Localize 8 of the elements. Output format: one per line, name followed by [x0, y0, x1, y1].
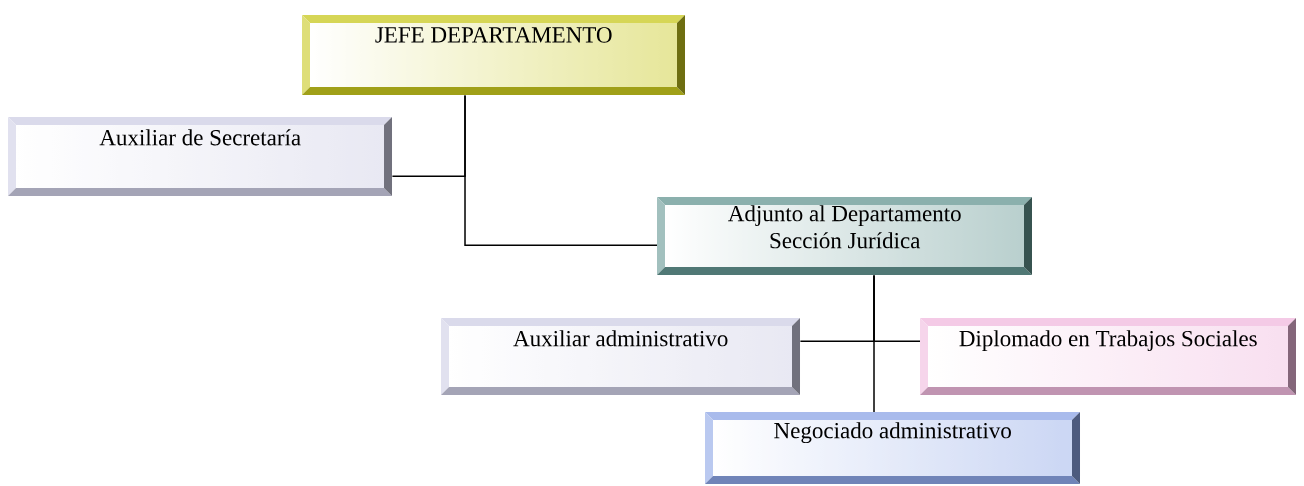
- connector-line: [464, 94, 658, 246]
- connector-line: [873, 274, 875, 413]
- position-box: JEFE DEPARTAMENTO: [302, 15, 685, 95]
- position-box: Negociado administrativo: [705, 412, 1080, 484]
- position-box: Auxiliar de Secretaría: [8, 117, 392, 196]
- position-box: Auxiliar administrativo: [441, 318, 800, 395]
- position-box: Adjunto al Departamento Sección Jurídica: [657, 197, 1032, 275]
- position-box: Diplomado en Trabajos Sociales: [920, 318, 1296, 395]
